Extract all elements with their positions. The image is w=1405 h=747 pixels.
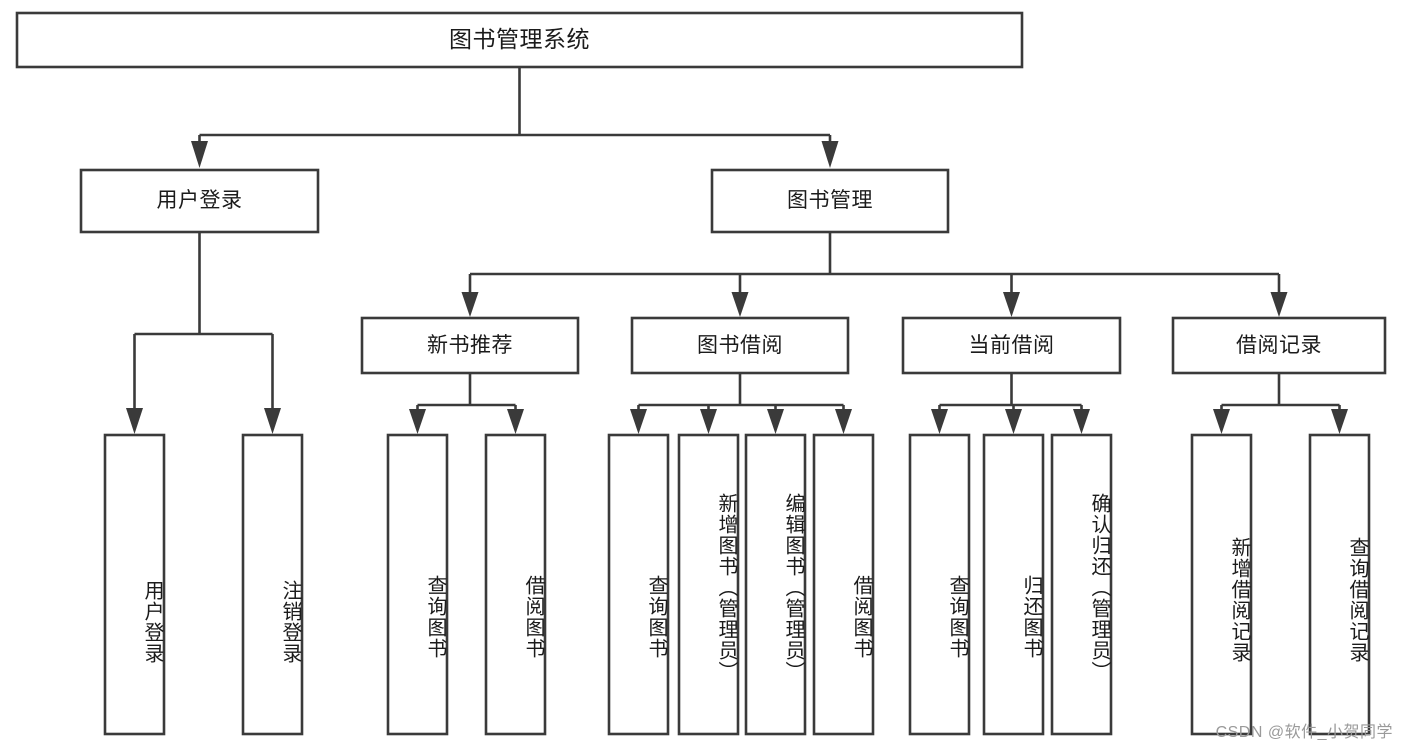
arrow-head-leaf-confirm-return <box>1073 409 1090 434</box>
node-box-leaf-query-book-current[interactable] <box>908 433 971 736</box>
node-box-leaf-query-book-recommend[interactable] <box>386 433 449 736</box>
arrow-head-leaf-borrow-book-recommend <box>507 409 524 434</box>
node-box-root[interactable] <box>15 11 1024 69</box>
arrow-head-leaf-query-borrow-record <box>1331 409 1348 434</box>
arrow-head-leaf-edit-book <box>767 409 784 434</box>
connector-group-borrowrecord-to-leaves <box>1213 373 1348 434</box>
node-box-book-management[interactable] <box>710 168 950 234</box>
arrow-head-leaf-logout <box>264 408 281 434</box>
connector-group-bookborrow-to-leaves <box>630 373 852 434</box>
node-box-leaf-add-borrow-record[interactable] <box>1190 433 1253 736</box>
node-box-leaf-user-login[interactable] <box>103 433 166 736</box>
arrow-head-borrow-record <box>1270 292 1288 317</box>
node-box-leaf-confirm-return[interactable] <box>1050 433 1113 736</box>
arrow-head-leaf-add-book <box>700 409 717 434</box>
connector-group-bookmanagement-to-level3 <box>461 232 1288 317</box>
arrow-head-book-management <box>821 141 839 168</box>
node-box-current-borrow[interactable] <box>901 316 1122 375</box>
arrow-head-new-book-recommend <box>461 292 479 317</box>
arrow-head-leaf-return-book <box>1005 409 1022 434</box>
arrow-head-leaf-user-login <box>126 408 143 434</box>
node-box-leaf-borrow-book-recommend[interactable] <box>484 433 547 736</box>
node-box-leaf-query-book-borrow[interactable] <box>607 433 670 736</box>
csdn-watermark: CSDN @软件_小贺同学 <box>1215 724 1393 741</box>
node-box-leaf-query-borrow-record[interactable] <box>1308 433 1371 736</box>
connector-group-userlogin-to-leaves <box>126 232 281 434</box>
node-box-new-book-recommend[interactable] <box>360 316 580 375</box>
arrow-head-leaf-borrow-book <box>835 409 852 434</box>
node-box-leaf-logout[interactable] <box>241 433 304 736</box>
arrow-head-book-borrow <box>731 292 749 317</box>
arrow-head-current-borrow <box>1003 292 1020 317</box>
arrow-head-leaf-add-borrow-record <box>1213 409 1230 434</box>
connector-group-recommend-to-leaves <box>409 373 524 434</box>
arrow-head-leaf-query-book-recommend <box>409 409 426 434</box>
node-box-leaf-edit-book[interactable] <box>744 433 807 736</box>
node-box-leaf-return-book[interactable] <box>982 433 1045 736</box>
node-box-leaf-borrow-book[interactable] <box>812 433 875 736</box>
arrow-head-leaf-query-book-current <box>931 409 948 434</box>
node-box-leaf-add-book[interactable] <box>677 433 740 736</box>
node-box-borrow-record[interactable] <box>1171 316 1387 375</box>
arrow-head-user-login <box>191 141 208 168</box>
arrow-head-leaf-query-book-borrow <box>630 409 647 434</box>
node-box-user-login[interactable] <box>79 168 320 234</box>
connector-group-currentborrow-to-leaves <box>931 373 1090 434</box>
node-box-book-borrow[interactable] <box>630 316 850 375</box>
connector-group-root-to-level2 <box>191 67 839 168</box>
